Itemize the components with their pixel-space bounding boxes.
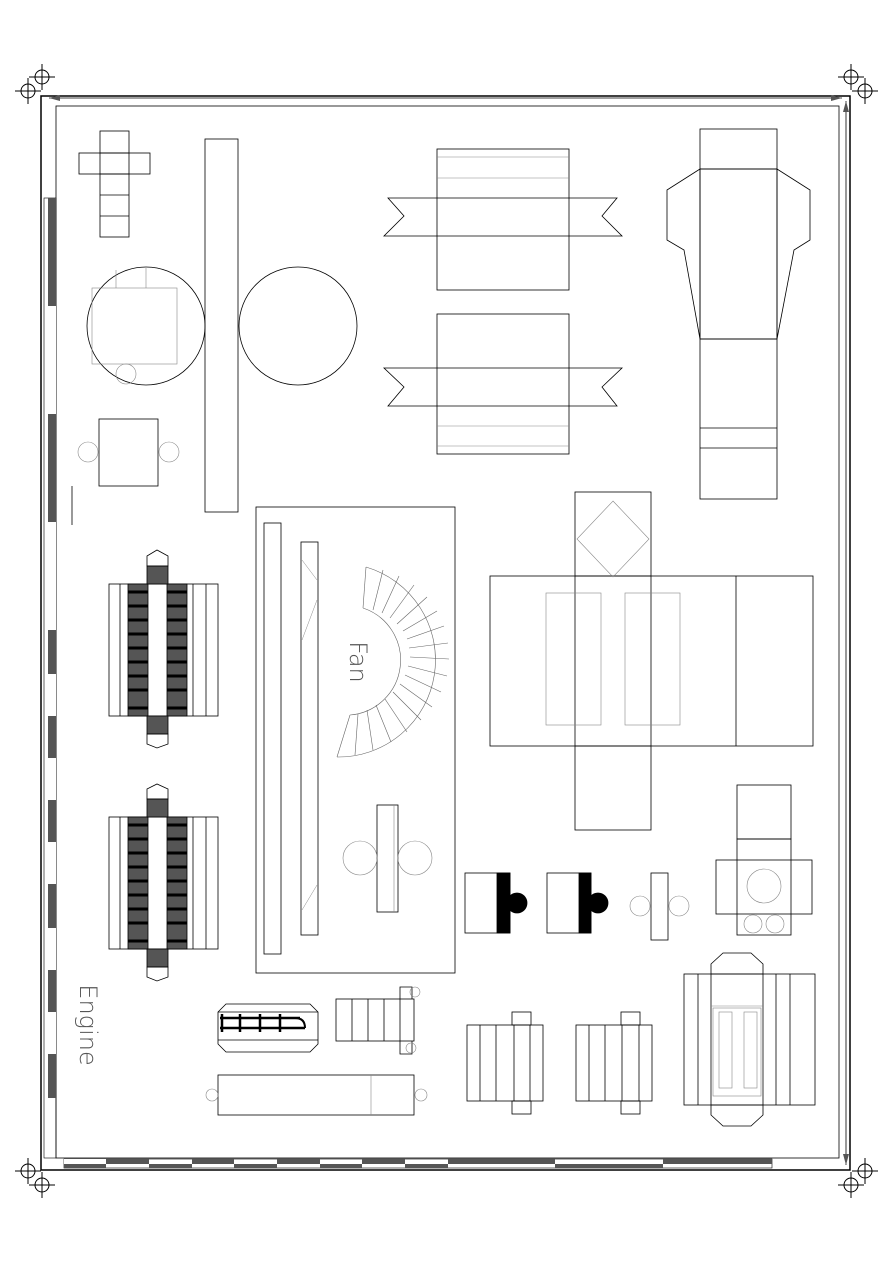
page-frame: [40, 95, 851, 1171]
left-scale-bar: [43, 197, 57, 1159]
banner-piece-top: [383, 148, 623, 291]
small-net-piece-right: [715, 784, 813, 936]
track-piece-upper: [108, 549, 219, 749]
body-net-piece: [666, 128, 811, 500]
banner-piece-bottom: [382, 313, 624, 455]
large-cross-net-piece: [489, 491, 814, 831]
engine-box-piece: [683, 952, 816, 1127]
wheel-strip-piece: [86, 138, 358, 513]
engine-label: Engine: [74, 984, 102, 1065]
axle-strip-piece: [629, 872, 690, 941]
fan-label: Fan: [344, 641, 372, 683]
cross-piece-bottom-2: [575, 1011, 653, 1115]
small-box-piece: [71, 418, 180, 525]
black-tab-block-1: [464, 872, 528, 934]
black-tab-block-2: [546, 872, 609, 934]
cross-piece-bottom-1: [466, 1011, 544, 1115]
track-piece-lower: [108, 783, 219, 982]
engine-coil-piece: [217, 1003, 319, 1053]
fan-blade-arc: [336, 566, 450, 758]
striped-box-piece: [335, 986, 421, 1055]
long-bar-piece: [205, 1074, 428, 1116]
cross-net-piece: [78, 130, 151, 238]
fan-panel: [255, 506, 456, 974]
bottom-scale-bar: [63, 1158, 773, 1169]
